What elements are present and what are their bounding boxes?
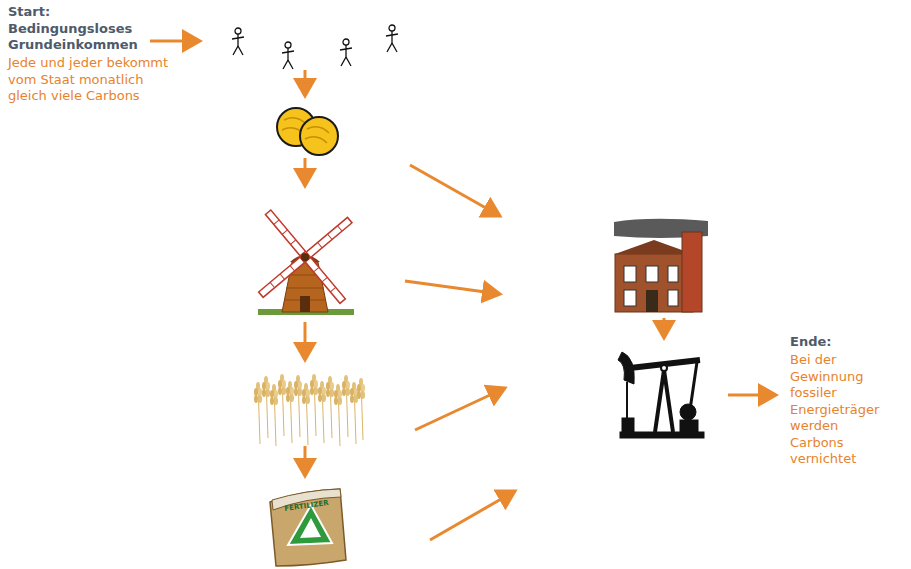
windmill-icon <box>258 210 354 315</box>
start-note: Jede und jeder bekommt vom Staat monatli… <box>8 55 170 105</box>
bread-icon <box>277 108 338 155</box>
people-icons <box>232 25 398 69</box>
fertilizer-bag-icon <box>270 489 346 566</box>
wheat-icon <box>254 374 365 446</box>
oil-pump-icon <box>618 352 704 438</box>
factory-icon <box>614 219 708 312</box>
start-heading: Start: Bedingungsloses Grundeinkommen <box>8 4 170 54</box>
flow-arrows <box>150 41 776 540</box>
end-note: Bei der Gewinnung fossiler Energieträger… <box>790 352 890 468</box>
end-heading: Ende: <box>790 334 902 351</box>
